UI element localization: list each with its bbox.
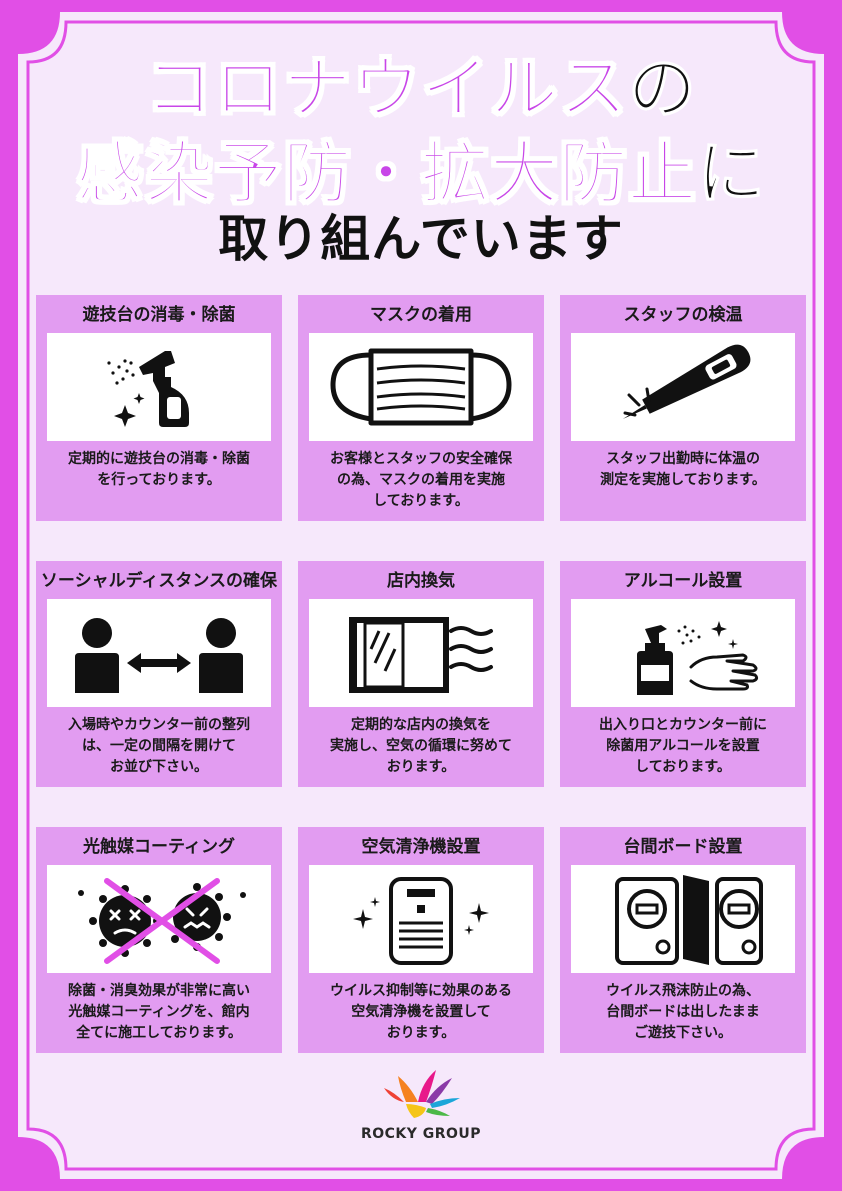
- card-description: ウイルス抑制等に効果のある 空気清浄機を設置して おります。: [330, 983, 512, 1041]
- title-line-1: コロナウイルスの: [0, 49, 842, 130]
- card-temperature: スタッフの検温 スタッフ出勤時に体温の 測定を実施しております。: [560, 295, 806, 521]
- title-line-1-suffix: の: [627, 50, 698, 130]
- card-air-purifier: 空気清浄機設置 ウイルス抑制等に効果のある 空気清浄機を設置して おります。: [298, 827, 544, 1053]
- thermometer-icon: [622, 344, 751, 419]
- spray-bottle-icon: [107, 351, 189, 427]
- social-distance-icon: [75, 618, 243, 693]
- title-line-2-main: 感染予防・拡大防止: [75, 134, 697, 215]
- card-heading: 遊技台の消毒・除菌: [82, 305, 236, 325]
- card-description: お客様とスタッフの安全確保 の為、マスクの着用を実施 しております。: [330, 451, 512, 509]
- card-heading: ソーシャルディスタンスの確保: [40, 571, 278, 591]
- card-heading: スタッフの検温: [623, 305, 743, 325]
- partition-board-icon: [615, 875, 763, 965]
- rocky-bird-logo: [384, 1070, 460, 1118]
- card-description: 出入り口とカウンター前に 除菌用アルコールを設置 しております。: [599, 717, 767, 775]
- ventilation-window-icon: [349, 617, 493, 693]
- air-purifier-icon: [353, 877, 489, 965]
- card-heading: 空気清浄機設置: [361, 837, 481, 857]
- title-line-3: 取り組んでいます: [218, 210, 624, 268]
- card-photocatalyst: 光触媒コーティング 除菌・消臭効果が非常に高い 光触媒コーティン: [36, 827, 282, 1053]
- card-description: スタッフ出勤時に体温の 測定を実施しております。: [600, 451, 766, 488]
- card-disinfection: 遊技台の消毒・除菌 定期的に遊技台の消毒・除菌 を行っております。: [36, 295, 282, 521]
- card-ventilation: 店内換気 定期的な店内の換気を 実施し、空気の循環に努めて おります。: [298, 561, 544, 787]
- card-description: 入場時やカウンター前の整列 は、一定の間隔を開けて お並び下さい。: [68, 717, 250, 775]
- card-description: 定期的な店内の換気を 実施し、空気の循環に努めて おります。: [330, 717, 512, 775]
- title-line-2-suffix: に: [696, 135, 767, 215]
- card-heading: 光触媒コーティング: [83, 837, 235, 857]
- card-heading: アルコール設置: [623, 571, 743, 591]
- title-line-2: 感染予防・拡大防止に: [0, 134, 842, 215]
- virus-crossed-icon: [78, 878, 246, 964]
- title-line-1-main: コロナウイルス: [144, 49, 628, 130]
- logo-text: ROCKY GROUP: [360, 1126, 482, 1142]
- card-description: 除菌・消臭効果が非常に高い 光触媒コーティングを、館内 全てに施工しております。: [68, 983, 250, 1041]
- card-mask: マスクの着用 お客様とスタッフの安全確保 の為、マスクの着用を実施 しております…: [298, 295, 544, 521]
- face-mask-icon: [330, 348, 512, 426]
- card-heading: マスクの着用: [370, 305, 472, 325]
- card-alcohol: アルコール設置 出入り口とカウンター前に 除菌用アルコールを設置 しております。: [560, 561, 806, 787]
- alcohol-sanitizer-icon: [637, 621, 759, 695]
- card-heading: 台間ボード設置: [623, 837, 743, 857]
- card-partition-board: 台間ボード設置 ウイルス飛沫防止の為、 台間ボードは出したまま ご遊技下さい。: [560, 827, 806, 1053]
- card-description: ウイルス飛沫防止の為、 台間ボードは出したまま ご遊技下さい。: [606, 983, 760, 1041]
- card-social-distance: ソーシャルディスタンスの確保 入場時やカウンター前の整列 は、一定の間隔を開けて…: [36, 561, 282, 787]
- card-description: 定期的に遊技台の消毒・除菌 を行っております。: [68, 451, 250, 488]
- card-heading: 店内換気: [387, 571, 455, 591]
